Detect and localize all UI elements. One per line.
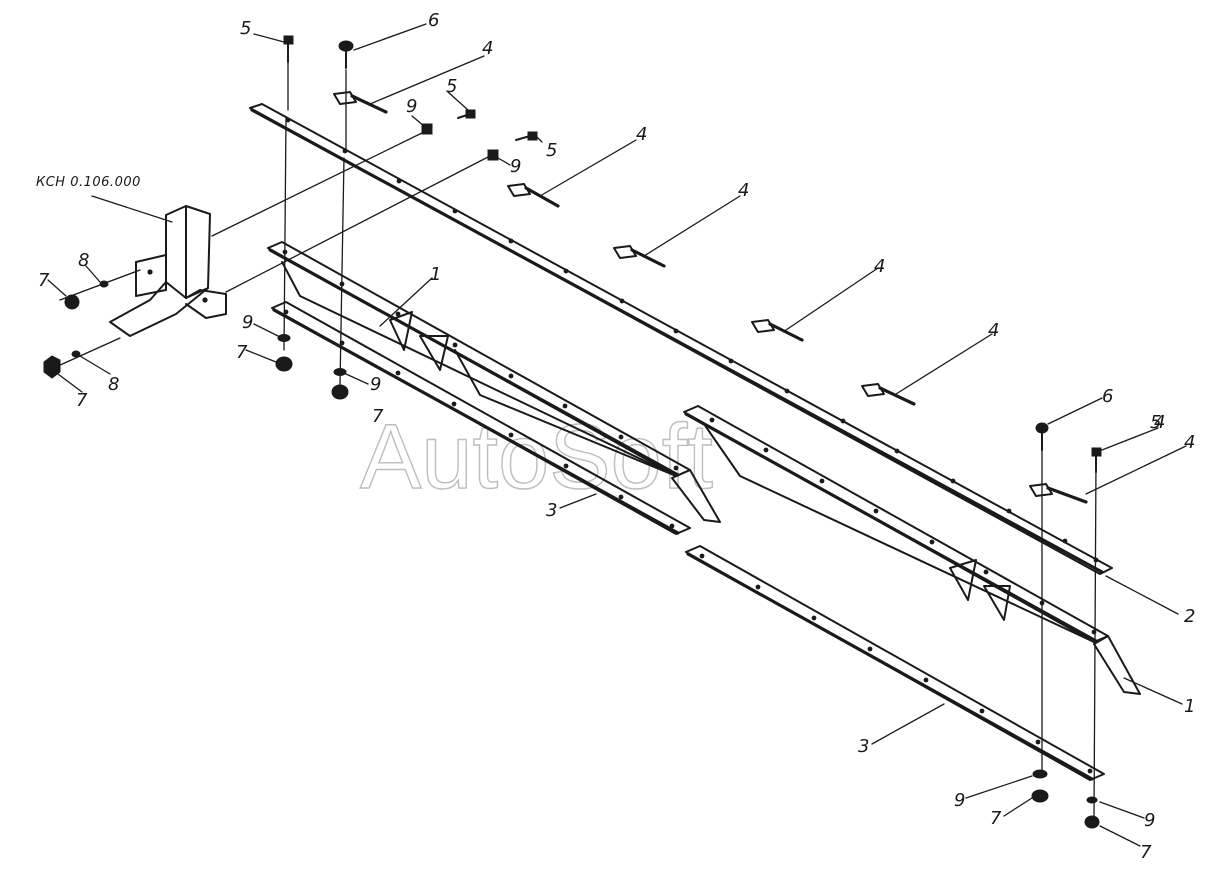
callout-6: 6 [428,10,439,31]
callout-1: 1 [1184,696,1195,717]
callout-2: 2 [1184,606,1195,627]
callout-3: 3 [546,500,557,521]
nut-7-e [1031,789,1049,803]
callout-5: 5 [240,18,251,39]
callout-8: 8 [78,250,89,271]
callout-9: 9 [510,156,521,177]
nut-7-left-b [43,355,61,379]
washer-9-c [277,334,291,342]
washer-9-a [421,123,433,135]
clip-4-a [333,91,388,114]
callout-8: 8 [108,374,119,395]
clip-4-e [861,383,916,406]
ksn-bracket [109,205,227,337]
callout-7: 7 [236,342,248,363]
nut-7-left-a [64,294,80,310]
pin-6-right [1035,422,1049,451]
clip-4-d [751,319,804,342]
callout-7: 7 [990,808,1002,829]
callout-5: 5 [446,76,457,97]
callout-4: 4 [988,320,999,341]
callout-4: 4 [636,124,647,145]
callout-9: 9 [1144,810,1155,831]
washer-9-f [1086,796,1098,804]
washer-9-e [1032,769,1048,779]
bolt-5-top-left [283,35,294,63]
part-2-strip [249,103,1113,575]
washer-8-a [99,280,109,288]
callout-7: 7 [76,390,88,411]
callout-4: 4 [738,180,749,201]
callout-4: 4 [1154,412,1165,433]
callout-9: 9 [370,374,381,395]
callout-7: 7 [1140,842,1152,863]
assembly-reference-label: КСН 0.106.000 [36,175,141,190]
callout-9: 9 [242,312,253,333]
callout-7: 7 [38,270,50,291]
nut-7-d [331,384,349,400]
callout-6: 6 [1102,386,1113,407]
callout-9: 9 [954,790,965,811]
part-3-right-strip [685,545,1105,781]
callout-7: 7 [372,406,384,427]
bolt-5-right [1091,447,1102,473]
callout-labels: 5 6 4 9 5 5 9 4 4 4 4 4 8 7 8 7 9 7 9 7 … [38,10,1195,863]
callout-1: 1 [430,264,441,285]
bolt-5-mid [457,109,476,119]
bolt-5-lower [515,131,538,141]
callout-5: 5 [546,140,557,161]
callout-3: 3 [858,736,869,757]
pin-6-top [338,40,354,69]
clip-4-b [507,183,560,208]
part-1-left-guard [267,241,721,523]
callout-9: 9 [406,96,417,117]
callout-5: 5 [1150,412,1161,433]
clip-4-f [1029,483,1088,504]
clip-4-c [613,245,666,268]
nut-7-c [275,356,293,372]
callout-4: 4 [1184,432,1195,453]
nut-7-f [1084,815,1100,829]
part-1-right-guard [683,405,1141,695]
washer-9-d [333,368,347,376]
washer-8-b [71,350,81,358]
leader-lines [47,23,1187,847]
assembly-axis-lines [57,61,1097,819]
callout-4: 4 [482,38,493,59]
washer-9-b [487,149,499,161]
callout-4: 4 [874,256,885,277]
